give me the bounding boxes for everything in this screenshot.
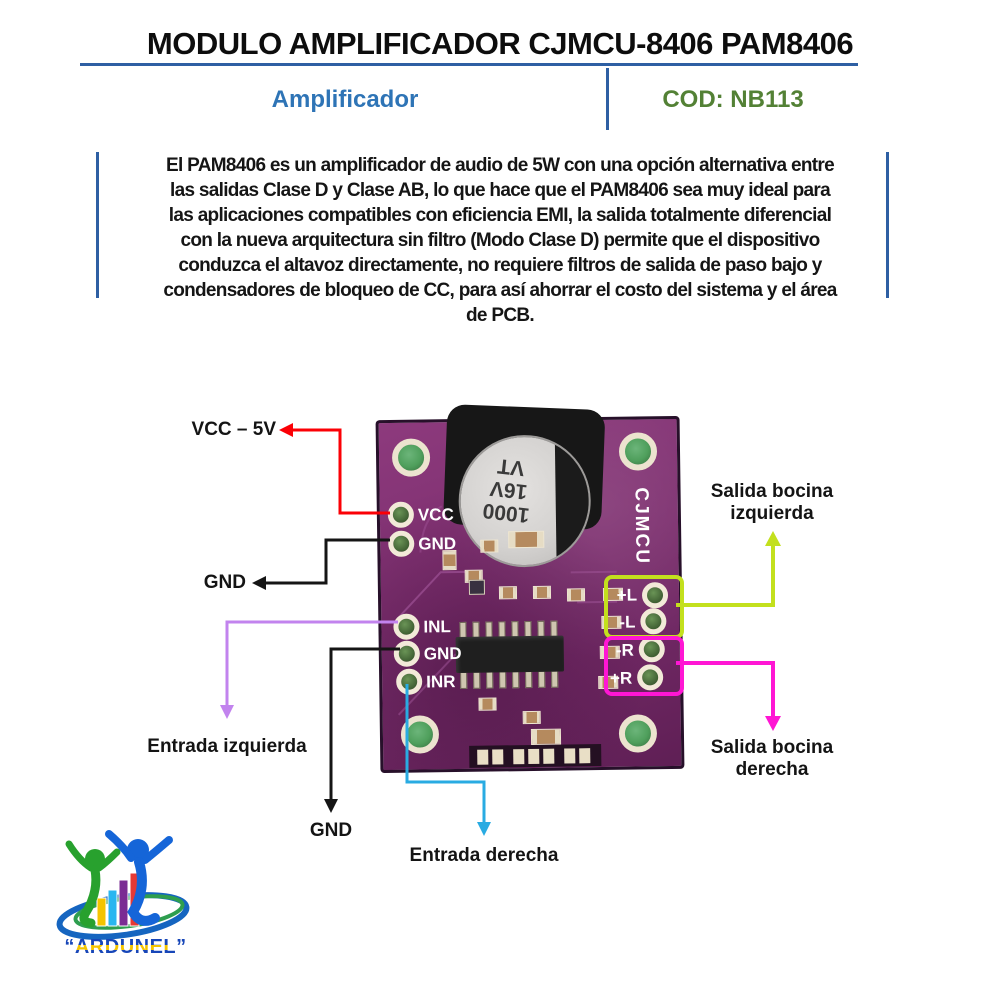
silk-gnd-mid: GND	[423, 643, 462, 664]
label-salida-bocina-izquierda: Salida bocina izquierda	[710, 481, 834, 524]
left-output-highlight-box	[604, 575, 684, 639]
capacitor-marking: 1000 16V VT	[481, 454, 531, 527]
logo-bar-yellow	[96, 897, 107, 927]
label-gnd-top: GND	[203, 572, 246, 593]
gnd-top-arrow-line	[266, 538, 390, 585]
silk-vcc: VCC	[417, 505, 454, 525]
inl-arrow-line	[225, 620, 398, 705]
product-description: El PAM8406 es un amplificador de audio d…	[163, 155, 837, 326]
logo-bar-purple	[118, 879, 129, 927]
edge-pad	[579, 748, 591, 764]
right-output-arrowhead	[765, 716, 781, 731]
ic-pin	[551, 670, 559, 688]
vcc-arrowhead	[279, 423, 293, 437]
left-output-arrowhead	[765, 531, 781, 546]
smd-component	[522, 710, 541, 725]
smd-component	[480, 539, 499, 553]
smd-component	[498, 586, 518, 600]
smd-component	[530, 728, 562, 745]
inr-arrowhead	[477, 822, 491, 836]
description-bar-right	[886, 152, 889, 298]
ic-pin	[486, 671, 494, 689]
page-title: MODULO AMPLIFICADOR CJMCU-8406 PAM8406	[146, 26, 854, 61]
header-divider	[606, 68, 609, 130]
right-output-arrow-line	[676, 661, 775, 716]
smd-component	[478, 697, 497, 711]
edge-pad	[513, 749, 525, 765]
ic-pin	[512, 671, 520, 689]
silk-inr: INR	[426, 672, 456, 692]
smd-transistor	[468, 579, 485, 595]
gnd-bottom-arrowhead	[324, 799, 338, 813]
label-salida-bocina-derecha: Salida bocina derecha	[710, 737, 834, 780]
silk-inl: INL	[423, 617, 451, 637]
category-label: Amplificador	[271, 86, 419, 113]
title-underline	[80, 63, 858, 66]
left-output-arrow-line	[676, 546, 775, 607]
ardunel-logo: “ARDUNEL”	[45, 826, 220, 976]
ic-pin	[460, 671, 468, 689]
ardunel-logo-art	[56, 830, 190, 940]
brand-silkscreen: CJMCU	[630, 487, 653, 566]
label-entrada-derecha: Entrada derecha	[409, 845, 559, 866]
silk-gnd-top: GND	[418, 534, 457, 554]
label-entrada-izquierda: Entrada izquierda	[147, 736, 307, 757]
product-code: COD: NB113	[662, 86, 804, 113]
logo-person-green	[65, 840, 121, 928]
logo-bar-cyan	[107, 889, 118, 927]
pam8406-ic	[455, 635, 565, 674]
gnd-top-arrowhead	[252, 576, 266, 590]
edge-pad	[528, 748, 540, 765]
ic-pin	[538, 670, 546, 688]
ic-pin	[499, 671, 507, 689]
description-bar-left	[96, 152, 99, 298]
logo-wordmark: “ARDUNEL”	[38, 936, 213, 959]
smd-component	[508, 530, 545, 549]
label-vcc-5v: VCC – 5V	[191, 419, 276, 440]
right-output-highlight-box	[604, 636, 684, 696]
smd-component	[532, 585, 552, 599]
logo-person-blue	[105, 830, 173, 926]
edge-pad	[564, 748, 576, 764]
edge-pad	[543, 748, 555, 764]
inl-arrowhead	[220, 705, 234, 719]
ic-pin	[473, 671, 481, 689]
ic-pin	[525, 670, 533, 689]
smd-component	[566, 588, 586, 602]
capacitor-polarity-stripe	[554, 436, 590, 565]
edge-pad	[492, 749, 504, 765]
edge-pad	[477, 749, 489, 765]
label-gnd-bottom: GND	[309, 820, 353, 841]
